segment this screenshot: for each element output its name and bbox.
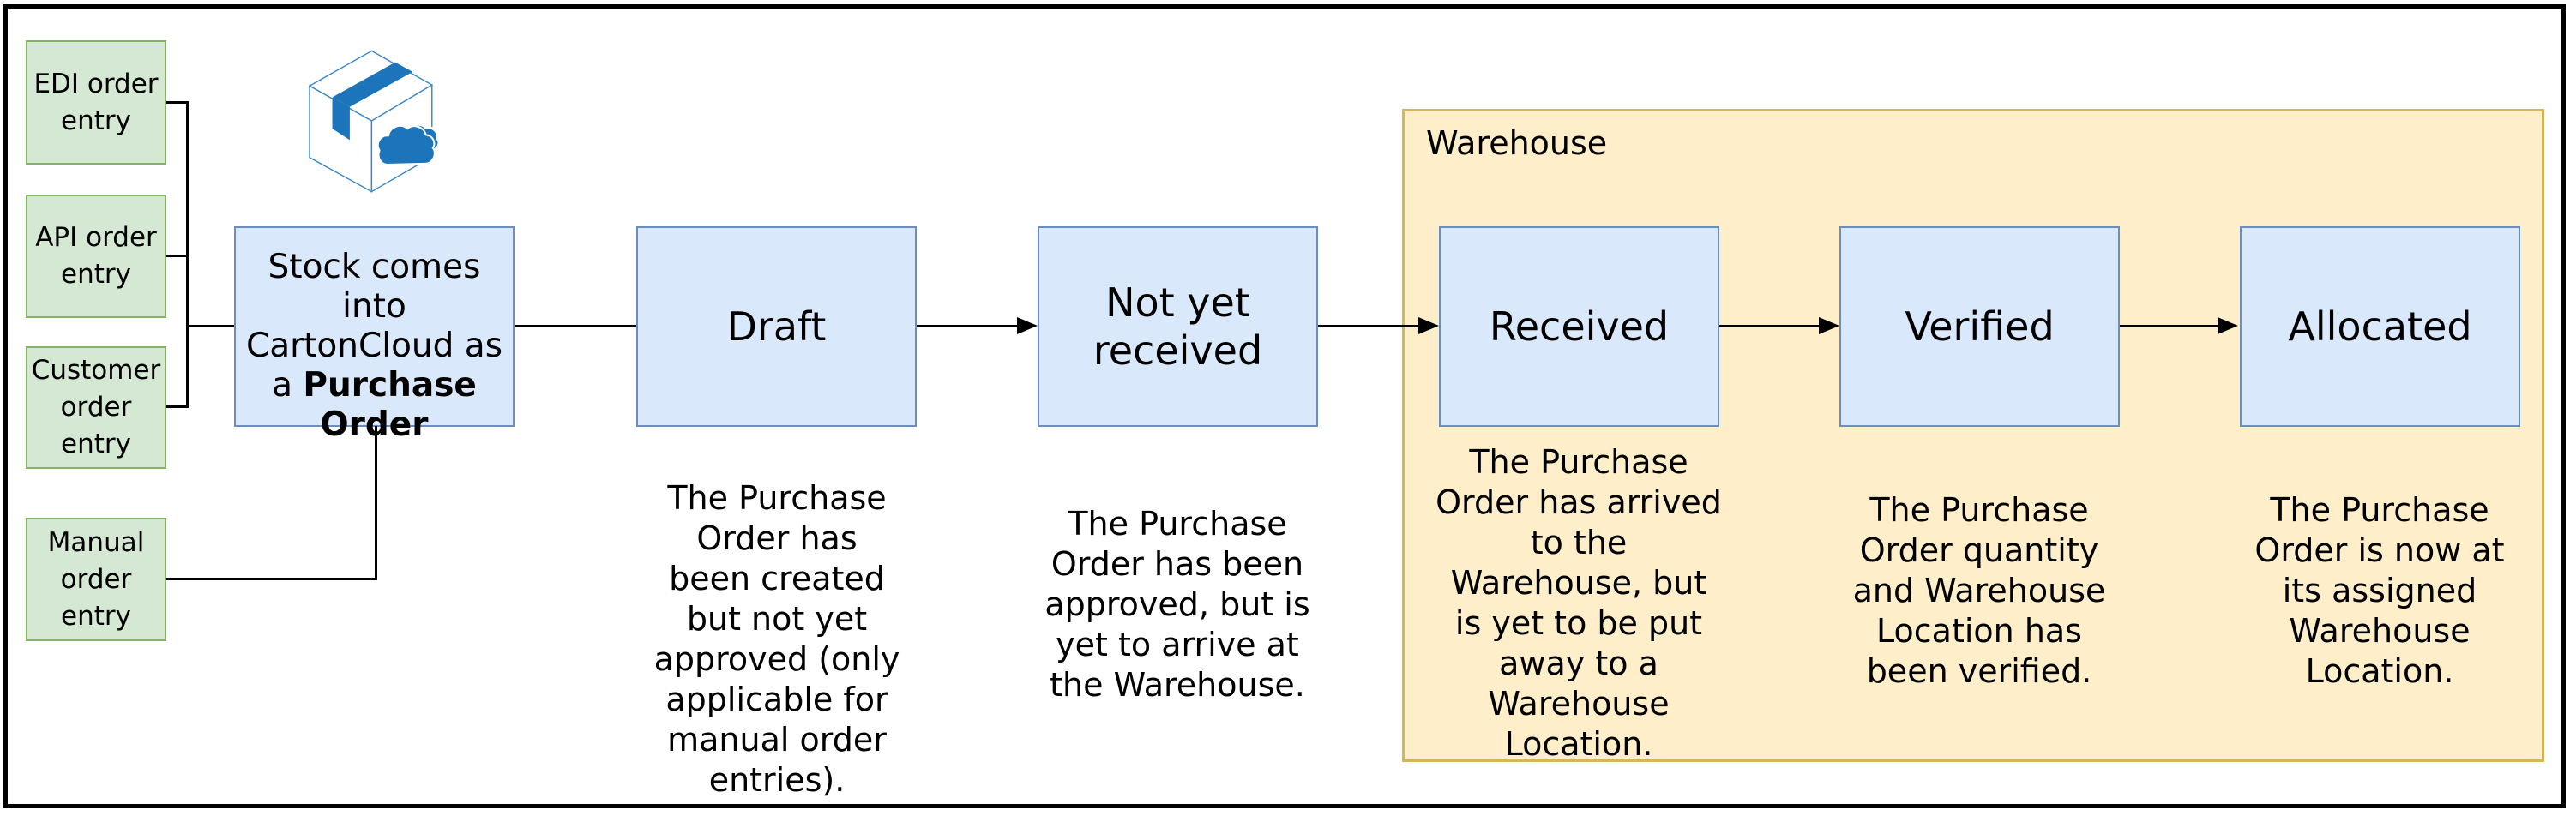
diagram-outer-border <box>3 4 2566 808</box>
warehouse-group-container <box>1402 109 2544 762</box>
connector-intake-to-draft <box>515 325 636 327</box>
arrowhead-into-allocated <box>2218 317 2238 334</box>
entry-box-edi: EDI order entry <box>26 40 166 165</box>
connector-received-to-verified <box>1719 325 1821 327</box>
connector-edi-stub <box>166 101 189 104</box>
stage-description-received: The Purchase Order has arrived to the Wa… <box>1435 443 1722 763</box>
connector-manual-horizontal <box>166 578 377 580</box>
entry-box-manual: Manual order entry <box>26 518 166 641</box>
intake-box-label-regular: Stock comes into CartonCloud as a <box>245 248 503 405</box>
entry-box-api-label: API order entry <box>35 222 157 290</box>
entry-box-manual-label: Manual order entry <box>47 526 145 632</box>
stage-box-allocated-label: Allocated <box>2288 303 2472 350</box>
connector-draft-to-not-yet-received <box>917 325 1019 327</box>
connector-customer-stub <box>166 405 189 408</box>
connector-trunk-vertical <box>186 101 189 408</box>
entry-box-api: API order entry <box>26 195 166 318</box>
stage-box-draft-label: Draft <box>726 303 827 350</box>
entry-box-customer-label: Customer order entry <box>31 355 161 459</box>
stage-description-allocated: The Purchase Order is now at its assigne… <box>2254 491 2505 690</box>
stage-box-allocated: Allocated <box>2240 226 2520 427</box>
connector-manual-vertical <box>375 426 377 580</box>
arrowhead-into-received <box>1418 317 1439 334</box>
intake-box-label-bold: Purchase Order <box>303 366 477 444</box>
connector-trunk-to-intake <box>186 325 234 327</box>
entry-box-customer: Customer order entry <box>26 346 166 469</box>
stage-box-not-yet-received: Not yet received <box>1038 226 1318 427</box>
warehouse-group-label: Warehouse <box>1426 124 1608 162</box>
stage-box-verified: Verified <box>1839 226 2120 427</box>
entry-box-edi-label: EDI order entry <box>33 68 159 136</box>
cartoncloud-carton-cloud-icon <box>308 50 442 194</box>
stage-box-received-label: Received <box>1489 303 1670 350</box>
intake-box-label: Stock comes into CartonCloud as a Purcha… <box>246 208 503 445</box>
connector-api-stub <box>166 255 189 257</box>
stage-box-not-yet-received-label: Not yet received <box>1092 279 1263 374</box>
arrowhead-into-not-yet-received <box>1017 317 1038 334</box>
stage-box-received: Received <box>1439 226 1719 427</box>
stage-box-draft: Draft <box>636 226 917 427</box>
connector-verified-to-allocated <box>2120 325 2219 327</box>
stage-description-verified: The Purchase Order quantity and Warehous… <box>1852 491 2106 690</box>
stage-box-verified-label: Verified <box>1905 303 2055 350</box>
intake-box-stock-comes-into-cartoncloud: Stock comes into CartonCloud as a Purcha… <box>234 226 515 444</box>
stage-description-draft: The Purchase Order has been created but … <box>653 479 900 799</box>
arrowhead-into-verified <box>1819 317 1839 334</box>
stage-description-not-yet-received: The Purchase Order has been approved, bu… <box>1044 505 1310 704</box>
connector-not-yet-received-to-received <box>1318 325 1420 327</box>
